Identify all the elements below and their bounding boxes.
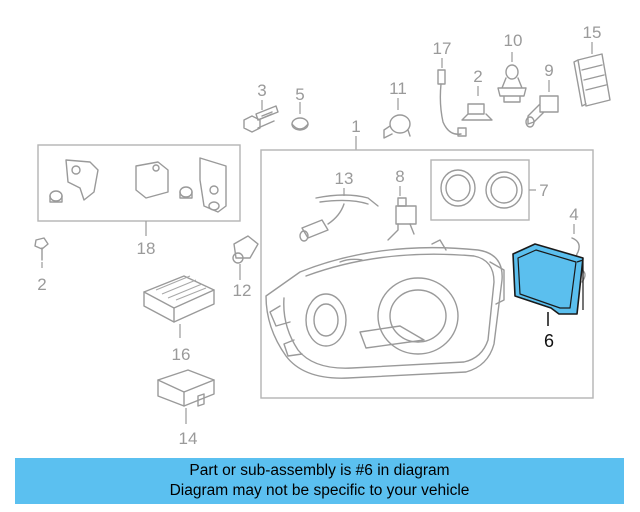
label-10: 10	[504, 31, 523, 50]
label-9: 9	[544, 61, 553, 80]
part-8-connector[interactable]	[387, 186, 417, 241]
label-14: 14	[179, 429, 198, 448]
label-1: 1	[351, 117, 360, 136]
part-18-brackets[interactable]	[49, 157, 227, 213]
part-16-ballast[interactable]	[143, 275, 215, 338]
part-5-clip[interactable]	[291, 102, 309, 131]
part-11-bulb[interactable]	[383, 98, 411, 139]
part-10-bulb[interactable]	[497, 52, 527, 103]
label-5: 5	[295, 85, 304, 104]
part-1-headlamp[interactable]	[265, 239, 505, 379]
label-7: 7	[539, 181, 548, 200]
group-box-1	[260, 149, 594, 399]
part-2-screw[interactable]	[34, 237, 49, 268]
part-14-module[interactable]	[157, 369, 215, 424]
part-6-highlighted[interactable]	[512, 243, 584, 315]
part-15-module[interactable]	[573, 42, 611, 107]
part-13-harness[interactable]	[299, 188, 379, 242]
part-2-socket[interactable]	[461, 86, 493, 121]
label-4: 4	[569, 205, 578, 224]
label-6: 6	[544, 331, 554, 351]
label-16: 16	[172, 345, 191, 364]
group-box-18	[37, 144, 241, 222]
banner-line-2: Diagram may not be specific to your vehi…	[169, 482, 470, 499]
part-12-cap[interactable]	[232, 235, 259, 280]
label-2-top: 2	[473, 67, 482, 86]
label-11: 11	[389, 79, 407, 98]
label-2-left: 2	[37, 275, 46, 294]
label-15: 15	[583, 23, 602, 42]
label-17: 17	[433, 39, 452, 58]
part-9-socket[interactable]	[525, 80, 559, 128]
label-18: 18	[137, 239, 156, 258]
label-13: 13	[335, 169, 354, 188]
part-7-rings[interactable]	[440, 169, 523, 209]
label-3: 3	[257, 81, 266, 100]
label-12: 12	[233, 281, 252, 300]
part-17-wire[interactable]	[437, 58, 467, 137]
banner-line-1: Part or sub-assembly is #6 in diagram	[189, 462, 450, 479]
part-3-bolt[interactable]	[243, 100, 279, 133]
info-banner: Part or sub-assembly is #6 in diagram Di…	[15, 458, 624, 504]
label-8: 8	[395, 167, 404, 186]
